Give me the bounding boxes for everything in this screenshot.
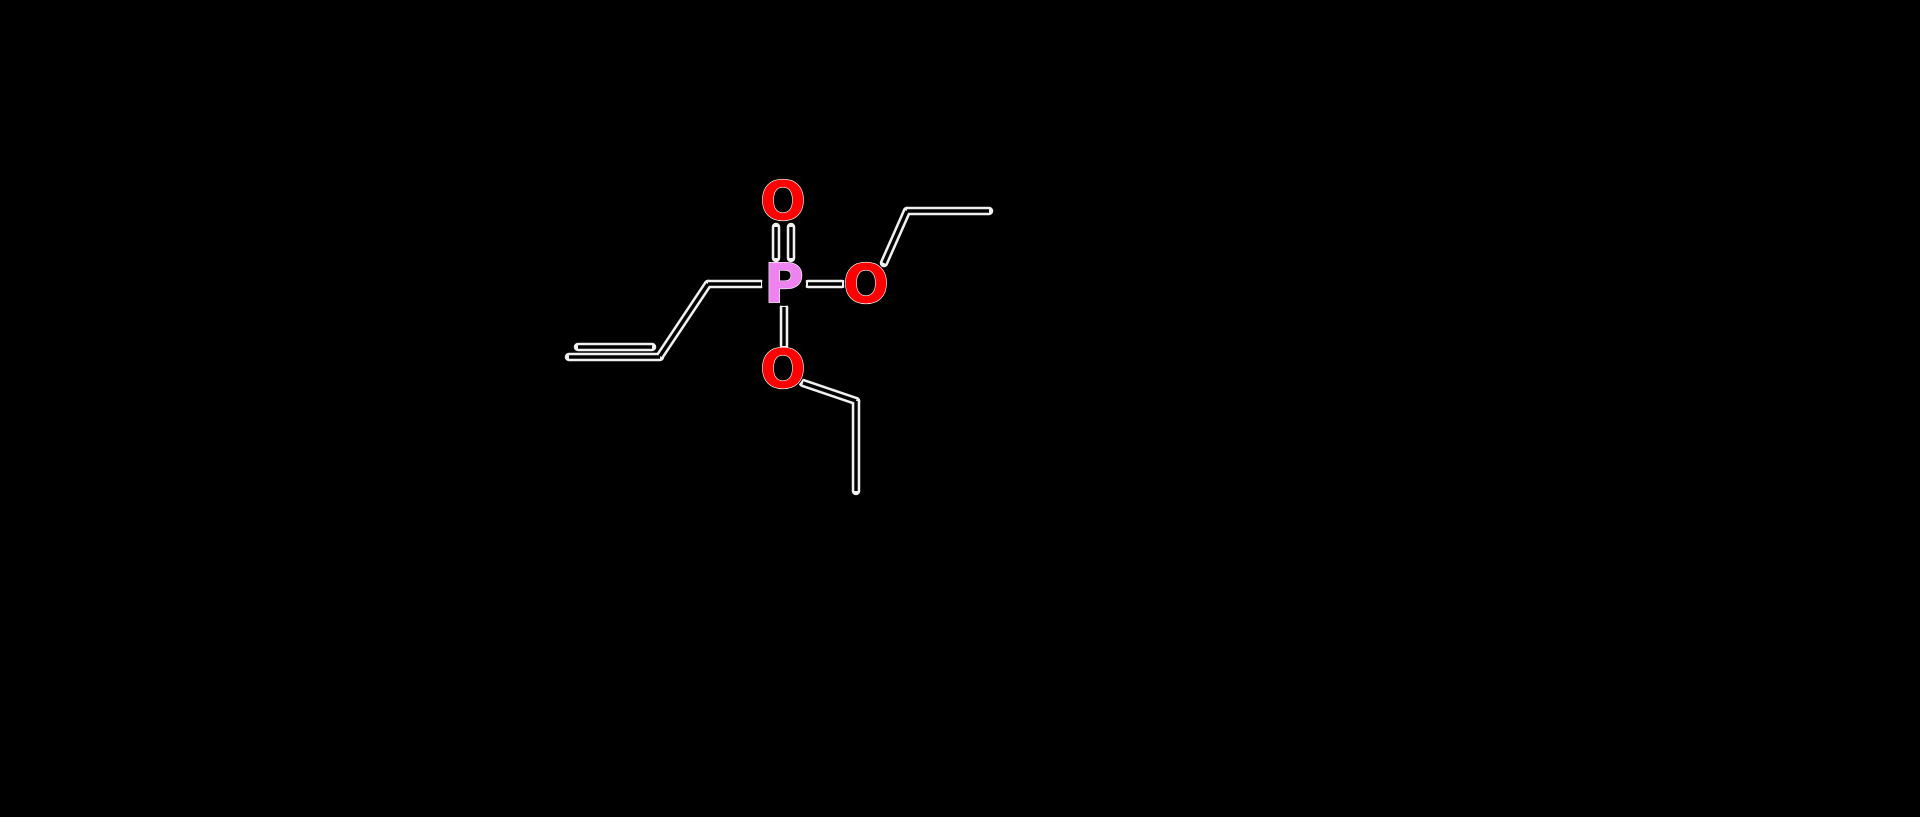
bond-obottom-ch2 [802, 381, 857, 403]
atom-label-O-top: O [760, 170, 806, 233]
atom-clearance-O-right [844, 262, 888, 306]
bond-oright-ch2 [882, 210, 909, 264]
atom-label-P: P [764, 253, 804, 316]
atom-clearance-P [762, 262, 806, 306]
atom-label-O-right: O [843, 253, 889, 316]
atom-label-O-bottom: O [760, 338, 806, 401]
atom-clearance-O-top [761, 179, 805, 223]
bond-allyl-ch2-ch [658, 283, 710, 357]
atom-clearance-O-bottom [761, 347, 805, 391]
